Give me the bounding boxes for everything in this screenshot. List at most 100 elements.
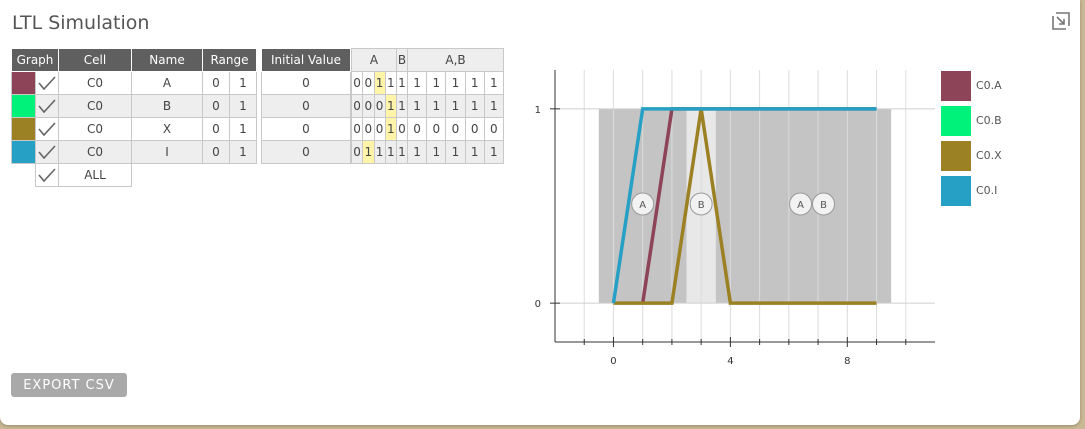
- series-color-swatch[interactable]: [11, 71, 36, 95]
- trace-bit: 0: [362, 94, 375, 118]
- trace-bit: 0: [350, 71, 364, 95]
- name-value: I: [131, 140, 203, 164]
- header-initial-value: Initial Value: [261, 48, 351, 72]
- trace-bit: 1: [384, 140, 398, 164]
- trace-bit: 1: [384, 94, 398, 118]
- trace-bit: 1: [396, 140, 408, 164]
- table-row: 0: [261, 71, 351, 95]
- trace-bit: 1: [426, 71, 447, 95]
- initial-value[interactable]: 0: [261, 94, 351, 118]
- trace-bit: 1: [373, 71, 386, 95]
- trace-bit: 0: [350, 94, 364, 118]
- check-icon: [38, 145, 56, 160]
- trace-bit: 1: [384, 71, 398, 95]
- series-line-c0-i: [611, 107, 877, 304]
- legend-label: C0.I: [976, 184, 998, 197]
- table-row: 0: [261, 140, 351, 164]
- legend-swatch: [941, 106, 971, 136]
- trace-bit: 0: [350, 140, 364, 164]
- x-tick-label: 4: [727, 356, 733, 367]
- legend-swatch: [941, 141, 971, 171]
- range-max[interactable]: 1: [229, 94, 257, 118]
- range-max[interactable]: 1: [229, 71, 257, 95]
- annotation-marker: [631, 192, 655, 216]
- range-min[interactable]: 0: [202, 117, 230, 141]
- legend-label: C0.A: [976, 79, 1002, 92]
- check-all-toggle[interactable]: [34, 163, 59, 187]
- trace-bit: 0: [406, 117, 428, 141]
- cell-value: C0: [58, 140, 132, 164]
- trace-bit: 0: [464, 117, 485, 141]
- trace-bit: 1: [445, 71, 466, 95]
- range-min[interactable]: 0: [202, 71, 230, 95]
- header-cell: Cell: [58, 48, 132, 72]
- header-bits-ab: A,B: [407, 48, 504, 72]
- trace-bit: 0: [362, 71, 375, 95]
- trace-bit: 0: [373, 94, 386, 118]
- annotation-label: A: [797, 200, 804, 211]
- export-csv-button[interactable]: EXPORT CSV: [11, 373, 127, 397]
- y-tick-label: 1: [535, 105, 541, 116]
- expand-icon[interactable]: [1051, 11, 1071, 31]
- annotation-label: A: [639, 200, 646, 211]
- header-graph: Graph: [11, 48, 59, 72]
- name-value: X: [131, 117, 203, 141]
- graph-toggle[interactable]: [34, 140, 59, 164]
- trace-bit: 1: [396, 71, 408, 95]
- trace-bit: 1: [464, 140, 485, 164]
- check-icon: [38, 99, 56, 114]
- trace-bit: 1: [464, 71, 485, 95]
- range-min[interactable]: 0: [202, 140, 230, 164]
- trace-bit: 1: [483, 71, 505, 95]
- x-tick-label: 8: [844, 356, 850, 367]
- series-color-swatch[interactable]: [11, 117, 36, 141]
- cell-value: C0: [58, 117, 132, 141]
- trace-bit: 1: [445, 94, 466, 118]
- cell-value: C0: [58, 71, 132, 95]
- trace-bit: 1: [464, 94, 485, 118]
- range-max[interactable]: 1: [229, 140, 257, 164]
- initial-value[interactable]: 0: [261, 140, 351, 164]
- legend-label: C0.B: [976, 114, 1002, 127]
- check-icon: [38, 76, 56, 91]
- table-row: 0: [261, 94, 351, 118]
- cell-value: C0: [58, 94, 132, 118]
- trace-bit: 0: [373, 117, 386, 141]
- trace-bit: 1: [483, 94, 505, 118]
- all-label: ALL: [58, 163, 132, 187]
- graph-toggle[interactable]: [34, 94, 59, 118]
- check-icon: [38, 122, 56, 137]
- graph-toggle[interactable]: [34, 71, 59, 95]
- table-row: 0: [261, 117, 351, 141]
- range-max[interactable]: 1: [229, 117, 257, 141]
- trace-bit: 1: [426, 140, 447, 164]
- series-color-swatch[interactable]: [11, 140, 36, 164]
- trace-bit: 0: [445, 117, 466, 141]
- trace-bit: 1: [406, 140, 428, 164]
- check-icon: [38, 168, 56, 183]
- annotation-marker: [789, 192, 813, 216]
- graph-toggle[interactable]: [34, 117, 59, 141]
- initial-value[interactable]: 0: [261, 71, 351, 95]
- initial-value[interactable]: 0: [261, 117, 351, 141]
- range-min[interactable]: 0: [202, 94, 230, 118]
- trace-bit: 0: [483, 117, 505, 141]
- trace-bit: 1: [426, 94, 447, 118]
- trace-bit: 0: [350, 117, 364, 141]
- trace-bit: 1: [483, 140, 505, 164]
- trace-bit: 1: [384, 117, 398, 141]
- series-color-swatch[interactable]: [11, 94, 36, 118]
- annotation-marker: [689, 192, 713, 216]
- trace-bit: 0: [362, 117, 375, 141]
